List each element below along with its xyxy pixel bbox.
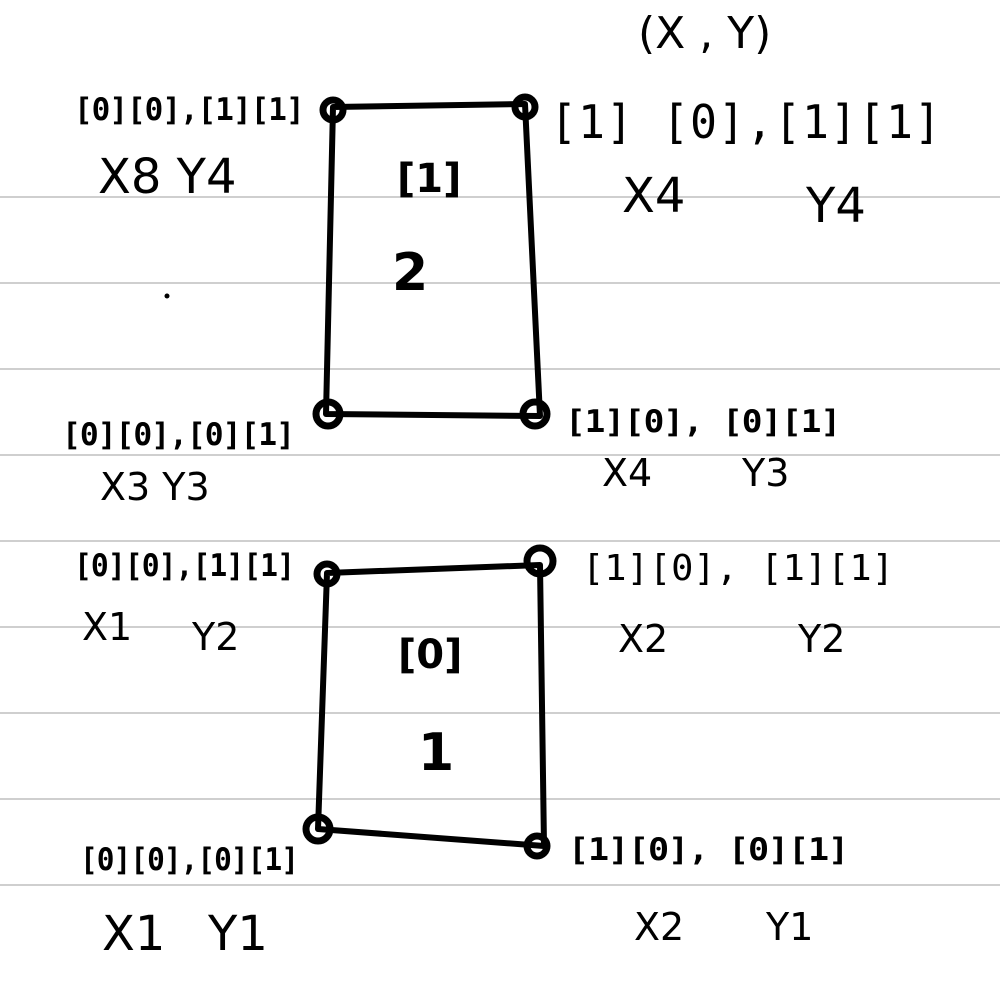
top-box-number: 2 — [392, 243, 428, 303]
top-box-top-right-y: Y4 — [805, 178, 866, 234]
top-box-index: [1] — [397, 156, 461, 202]
top-rectangle: [1] 2 — [164, 93, 551, 430]
bottom-box-corner-top-left — [313, 560, 341, 588]
bottom-box-top-left-y: Y2 — [191, 615, 239, 659]
top-box-bottom-right-y: Y3 — [741, 451, 789, 495]
top-box-corner-bottom-left — [312, 398, 344, 430]
top-box-bottom-right-index: [1][0], [0][1] — [565, 404, 840, 440]
bottom-box-corner-top-right — [523, 544, 557, 578]
top-box-bottom-right-x: X4 — [602, 451, 652, 495]
top-box-corner-bottom-right — [519, 398, 551, 430]
bottom-box-bottom-left-y: Y1 — [207, 906, 268, 962]
bottom-rectangle-outline — [315, 562, 547, 849]
top-box-top-right-index: [1] [0],[1][1] — [550, 95, 942, 149]
heading-xy: (X , Y) — [638, 8, 771, 59]
bottom-box-top-right-y: Y2 — [797, 617, 845, 661]
bottom-box-number: 1 — [418, 723, 454, 783]
bottom-box-top-right-index: [1][0], [1][1] — [582, 548, 894, 589]
bottom-rectangle: [0] 1 — [302, 544, 557, 860]
bottom-box-corner-bottom-left — [302, 813, 334, 845]
top-box-corner-top-left — [319, 96, 347, 124]
top-box-top-left-index: [0][0],[1][1] — [74, 92, 304, 128]
top-box-top-left-vars: X8 Y4 — [98, 149, 237, 205]
bottom-box-top-left-x: X1 — [82, 605, 132, 649]
bottom-box-index: [0] — [398, 632, 462, 678]
top-rectangle-outline — [323, 101, 543, 419]
top-box-corner-top-right — [511, 93, 539, 121]
bottom-box-bottom-right-index: [1][0], [0][1] — [568, 832, 848, 868]
bottom-box-top-right-x: X2 — [618, 617, 668, 661]
top-box-bottom-left-vars: X3 Y3 — [100, 465, 210, 509]
bottom-box-corner-bottom-right — [523, 832, 551, 860]
bottom-box-top-left-index: [0][0],[1][1] — [74, 548, 294, 584]
stray-dot — [164, 293, 170, 299]
top-box-top-right-x: X4 — [622, 168, 685, 224]
bottom-box-bottom-left-x: X1 — [102, 906, 165, 962]
bottom-box-bottom-right-x: X2 — [634, 905, 684, 949]
bottom-box-bottom-right-y: Y1 — [765, 905, 813, 949]
ruled-lines — [0, 196, 1000, 886]
bottom-box-bottom-left-index: [0][0],[0][1] — [80, 842, 298, 878]
top-box-bottom-left-index: [0][0],[0][1] — [62, 417, 294, 453]
